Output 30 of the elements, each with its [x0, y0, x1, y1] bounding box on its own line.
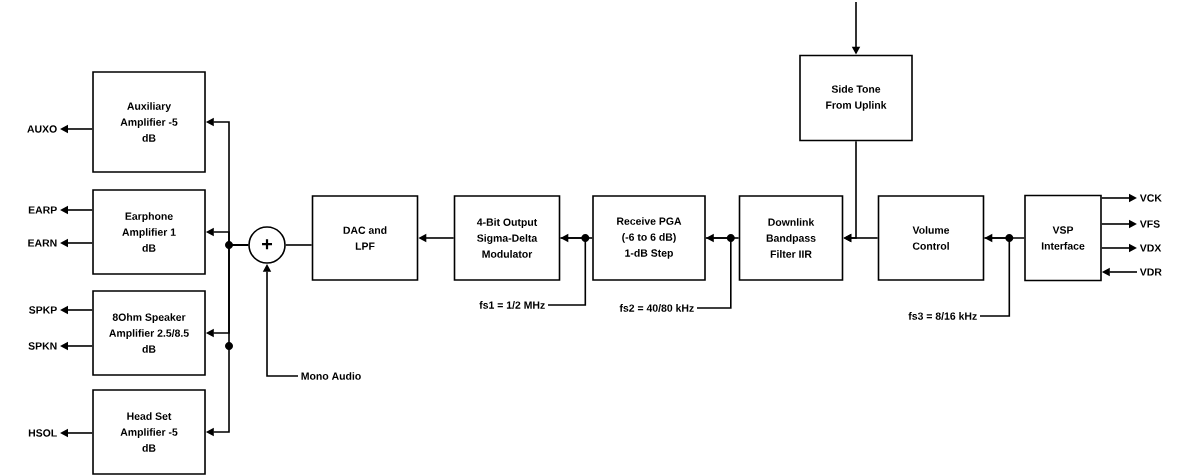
block-box: Volume Control	[877, 195, 985, 281]
leader-line	[547, 234, 590, 306]
pin-label: VCK	[1139, 194, 1162, 202]
leader-line	[979, 234, 1014, 317]
block-box: Earphone Amplifier 1 dB	[92, 189, 206, 275]
signal-label: Mono Audio	[301, 372, 361, 380]
pin-label: SPKP	[29, 306, 57, 314]
pin-label: VFS	[1139, 220, 1160, 228]
leader-line	[696, 234, 735, 309]
pin-label: VDX	[1139, 244, 1162, 252]
pin-label: SPKN	[28, 342, 57, 350]
block-box: Side Tone From Uplink	[799, 54, 913, 142]
block-box: DAC and LPF	[311, 195, 419, 281]
pin-label: HSOL	[28, 429, 57, 437]
block-box: Head Set Amplifier -5 dB	[92, 389, 206, 475]
pin-label: EARN	[28, 239, 57, 247]
block-box: VSP Interface	[1024, 194, 1102, 282]
pin-label: VDR	[1139, 268, 1162, 276]
block-box: 4-Bit Output Sigma-Delta Modulator	[453, 195, 561, 281]
clock-label: fs3 = 8/16 kHz	[908, 312, 977, 320]
clock-label: fs1 = 1/2 MHz	[479, 301, 545, 309]
clock-label: fs2 = 40/80 kHz	[619, 304, 694, 312]
pin-label: EARP	[28, 206, 57, 214]
block-box: Downlink Bandpass Filter IIR	[738, 195, 844, 281]
block-box: 8Ohm Speaker Amplifier 2.5/8.5 dB	[92, 290, 206, 376]
pin-label: AUXO	[27, 125, 57, 133]
block-box: Receive PGA (-6 to 6 dB) 1-dB Step	[592, 195, 706, 281]
connector-line	[285, 244, 313, 246]
block-box: Auxiliary Amplifier -5 dB	[92, 71, 206, 173]
summing-junction: +	[248, 226, 286, 264]
